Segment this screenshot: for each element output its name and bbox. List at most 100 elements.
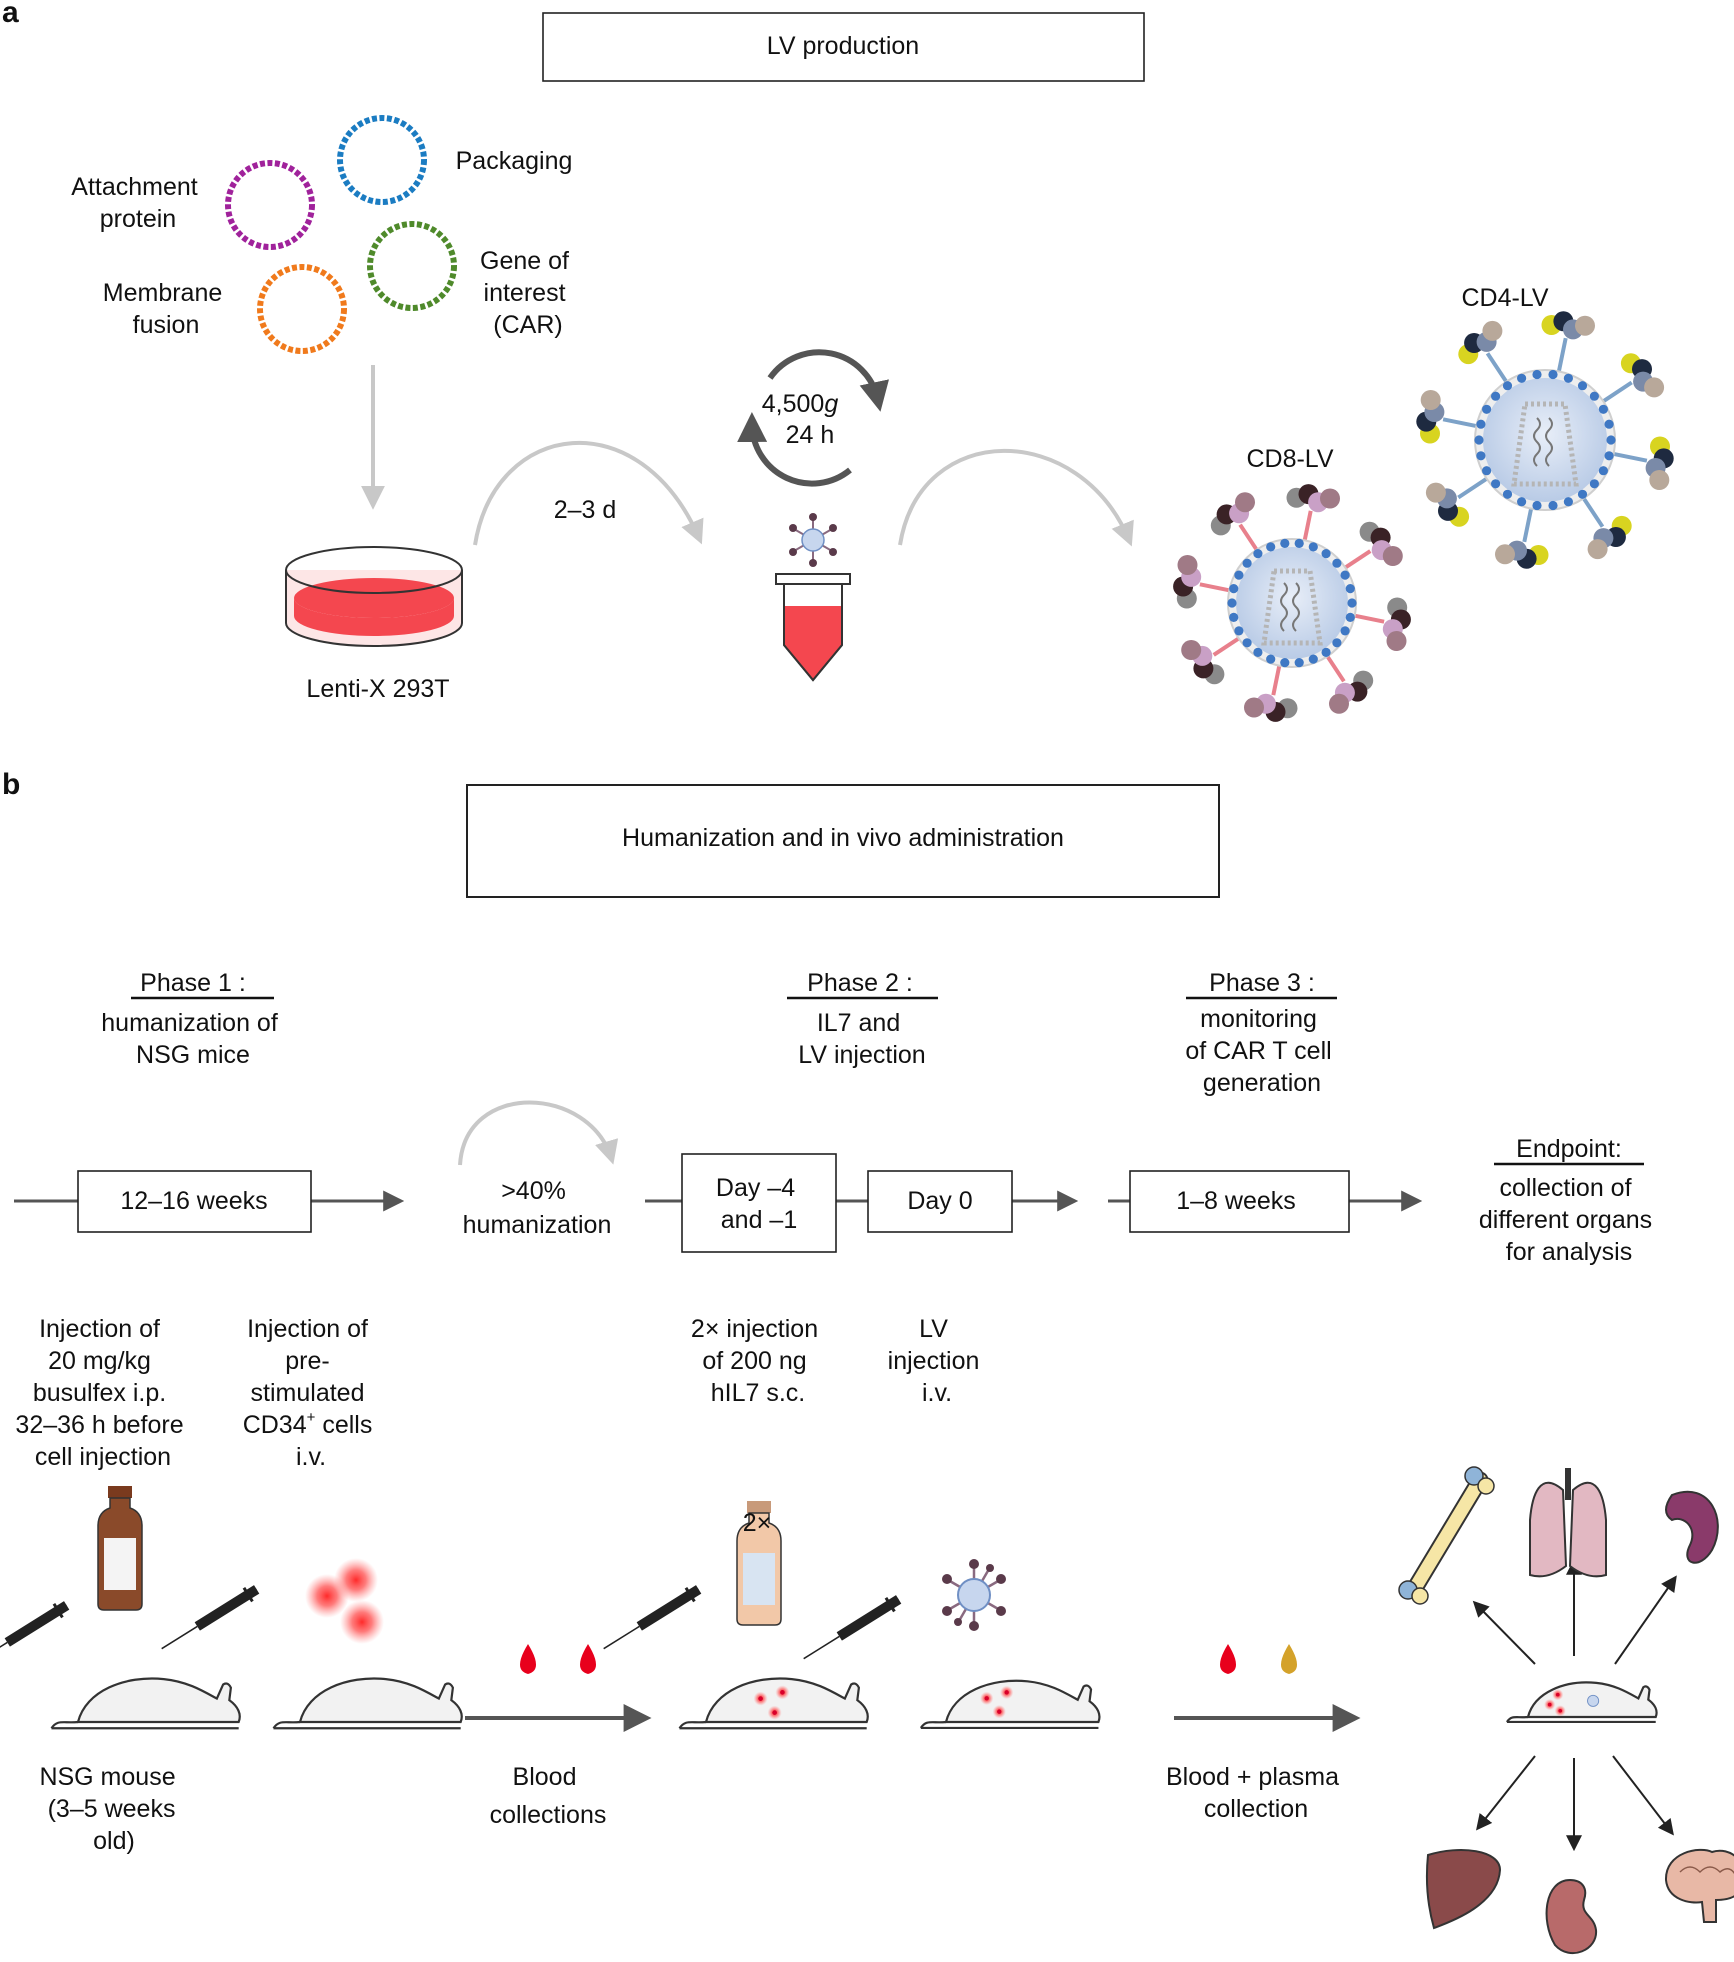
phase1-heading: Phase 1 :: [140, 969, 246, 997]
envelope-spike: [1613, 451, 1648, 463]
envelope-spike: [1602, 380, 1633, 403]
envelope-bead: [1491, 479, 1501, 489]
envelope-bead: [1606, 435, 1616, 445]
blood-collections-label: Blood collections: [490, 1763, 607, 1829]
attachment-protein-blob: [1420, 390, 1441, 410]
engrafted-cell-core: [772, 1710, 777, 1715]
envelope-bead: [1340, 570, 1350, 580]
il7-syringe-icon: [603, 1585, 702, 1650]
envelope-bead: [1548, 369, 1558, 380]
envelope-bead: [1321, 647, 1331, 657]
gene-plasmid-icon: [367, 221, 457, 311]
label-incubation-time: 2–3 d: [554, 496, 617, 524]
plasmids: [225, 115, 457, 354]
envelope-spike: [1354, 613, 1385, 624]
humanization-title-box: [466, 784, 1220, 898]
lv-injection-virus-icon: [942, 1559, 1006, 1631]
spleen-icon: [1665, 1490, 1719, 1564]
attachment-protein-blob: [1425, 482, 1446, 503]
envelope-bead: [1548, 500, 1558, 511]
organ-arrows: [1472, 1558, 1677, 1852]
envelope-bead: [1517, 373, 1527, 383]
endpoint-heading: Endpoint:: [1516, 1135, 1622, 1163]
envelope-bead: [1234, 626, 1244, 636]
attachment-protein-blob: [1386, 631, 1407, 651]
envelope-bead: [1345, 612, 1355, 622]
day-minus-box: [681, 1153, 837, 1253]
envelope-bead: [1347, 598, 1357, 608]
envelope-bead: [1589, 479, 1599, 489]
phase1-description: humanization of NSG mice: [101, 1009, 284, 1069]
attachment-protein-blob: [1644, 377, 1665, 398]
envelope-bead: [1340, 626, 1350, 636]
attachment-protein-blob: [1382, 546, 1403, 566]
envelope-spike: [1485, 352, 1508, 383]
weeks1-label: 12–16 weeks: [120, 1187, 267, 1215]
concentration-arrow: [898, 449, 1134, 547]
engrafted-cell-core: [1555, 1692, 1560, 1697]
envelope-bead: [1266, 654, 1276, 664]
busulfex-step: Injection of 20 mg/kg busulfex i.p. 32–3…: [15, 1315, 190, 1471]
envelope-spike: [1522, 508, 1534, 543]
envelope-bead: [1502, 489, 1513, 499]
envelope-bead: [1345, 584, 1355, 594]
envelope-bead: [1227, 598, 1237, 608]
blood-plasma-label: Blood + plasma collection: [1166, 1763, 1346, 1823]
attachment-protein-blob: [1244, 697, 1264, 718]
blood-plasma-drops-icon: [1220, 1644, 1297, 1674]
envelope-bead: [1234, 570, 1244, 580]
envelope-bead: [1242, 638, 1252, 648]
lv-mouse-icon: [919, 1679, 1101, 1730]
packaging-plasmid-icon: [337, 115, 427, 205]
lv-syringe-icon: [803, 1595, 902, 1660]
blood-drops-icon: [520, 1644, 596, 1674]
envelope-spike: [1212, 636, 1240, 657]
nsg-mouse-icon: [50, 1677, 241, 1730]
envelope-bead: [1598, 466, 1608, 476]
attachment-protein-blob: [1235, 492, 1255, 513]
day0-box: [867, 1170, 1013, 1233]
attachment-protein-blob: [1329, 693, 1349, 714]
phase3-heading: Phase 3 :: [1209, 969, 1315, 997]
phase3-description: monitoring of CAR T cell generation: [1185, 1005, 1338, 1097]
day-minus-label: Day –4 and –1: [716, 1174, 802, 1234]
envelope-bead: [1476, 419, 1486, 429]
label-gene-of-interest: Gene of interest (CAR): [480, 247, 576, 339]
attachment-protein-blob: [1181, 640, 1202, 660]
attachment-protein-blob: [1649, 470, 1670, 490]
weeks2-label: 1–8 weeks: [1176, 1187, 1296, 1215]
envelope-bead: [1229, 584, 1239, 594]
envelope-bead: [1532, 500, 1542, 511]
il7-mouse-icon: [678, 1677, 869, 1730]
envelope-bead: [1474, 435, 1484, 445]
envelope-bead: [1294, 538, 1304, 548]
panel-b-letter: b: [2, 768, 20, 801]
lv-production-title: LV production: [767, 32, 919, 60]
label-packaging: Packaging: [456, 147, 573, 175]
envelope-bead: [1229, 612, 1239, 622]
envelope-bead: [1517, 497, 1527, 507]
engrafted-cell-core: [758, 1696, 763, 1701]
liver-icon: [1425, 1849, 1502, 1930]
label-centrifuge-time: 24 h: [786, 421, 835, 449]
busulfex-syringe-icon: [0, 1601, 70, 1666]
envelope-bead: [1577, 381, 1588, 391]
il7-step: 2× injection of 200 ng hIL7 s.c.: [691, 1315, 825, 1407]
centrifuge-icon: [737, 349, 889, 487]
label-centrifuge-speed: 4,500g: [762, 390, 839, 418]
cd8-lv-virus-icon: [1173, 484, 1411, 722]
envelope-spike: [1457, 477, 1488, 500]
small-virus-icon: [789, 513, 837, 567]
panel-a-letter: a: [2, 0, 19, 29]
envelope-bead: [1577, 489, 1588, 499]
attachment-protein-blob: [1482, 320, 1503, 341]
envelope-spike: [1582, 497, 1605, 528]
envelope-bead: [1321, 549, 1331, 559]
brain-icon: [1664, 1848, 1734, 1923]
envelope-bead: [1589, 391, 1599, 401]
weeks1-box: [77, 1170, 312, 1233]
mice-group: [0, 1585, 1658, 1730]
envelope-spike: [1238, 523, 1259, 551]
envelope-spike: [1325, 655, 1346, 683]
